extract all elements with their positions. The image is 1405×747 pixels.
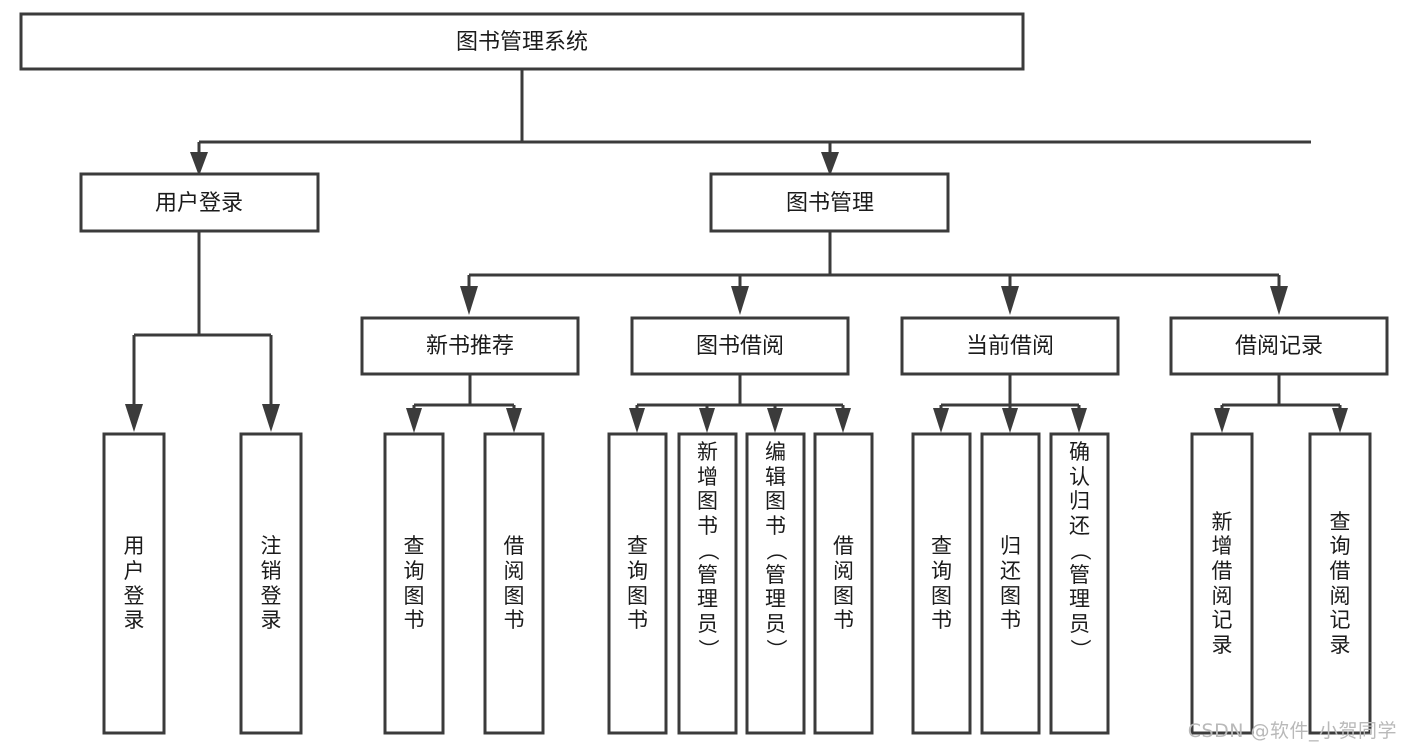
leaf-box-book-borrow-1[interactable]	[677, 432, 738, 735]
node-book-manage-label: 图书管理	[786, 191, 874, 216]
node-new-book-rec-box[interactable]	[360, 316, 580, 376]
arrow-to-book-manage	[821, 152, 839, 176]
node-root-box[interactable]	[19, 12, 1025, 71]
leaf-box-book-borrow-3[interactable]	[813, 432, 874, 735]
connector-root-bus	[190, 69, 1311, 176]
node-user-login-label: 用户登录	[155, 191, 243, 216]
node-book-manage[interactable]: 图书管理	[709, 172, 950, 233]
node-book-borrow-label: 图书借阅	[696, 334, 784, 359]
arrow-to-user-login	[190, 152, 208, 176]
leaf-box-book-borrow-2[interactable]	[745, 432, 806, 735]
leaf-box-current-borrow-2[interactable]	[1049, 432, 1110, 735]
node-user-login-box[interactable]	[79, 172, 320, 233]
leaf-box-book-borrow-0[interactable]	[607, 432, 668, 735]
node-root[interactable]: 图书管理系统	[19, 12, 1025, 71]
connector-user-login-leaves	[125, 231, 280, 432]
node-current-borrow-label: 当前借阅	[966, 334, 1054, 359]
connector-current-borrow-leaves	[933, 374, 1087, 433]
node-book-borrow[interactable]: 图书借阅	[630, 316, 850, 376]
connector-book-manage-bus	[460, 231, 1288, 315]
node-current-borrow[interactable]: 当前借阅	[900, 316, 1120, 376]
watermark-text: CSDN @软件_小贺同学	[1187, 720, 1397, 742]
leaf-box-borrow-record-0[interactable]	[1190, 432, 1254, 735]
leaf-box-current-borrow-0[interactable]	[911, 432, 972, 735]
connector-book-borrow-leaves	[629, 374, 851, 433]
node-user-login[interactable]: 用户登录	[79, 172, 320, 233]
node-borrow-record-label: 借阅记录	[1235, 334, 1323, 359]
node-new-book-rec[interactable]: 新书推荐	[360, 316, 580, 376]
leaf-box-borrow-record-1[interactable]	[1308, 432, 1372, 735]
node-new-book-rec-label: 新书推荐	[426, 334, 514, 359]
node-borrow-record[interactable]: 借阅记录	[1169, 316, 1389, 376]
leaf-box-user-login-1[interactable]	[239, 432, 303, 735]
node-root-label: 图书管理系统	[456, 30, 588, 55]
connector-borrow-record-leaves	[1214, 374, 1348, 433]
node-current-borrow-box[interactable]	[900, 316, 1120, 376]
leaf-box-new-book-rec-0[interactable]	[383, 432, 445, 735]
connector-new-book-rec-leaves	[406, 374, 522, 433]
leaf-box-user-login-0[interactable]	[102, 432, 166, 735]
leaf-box-new-book-rec-1[interactable]	[483, 432, 545, 735]
leaf-box-current-borrow-1[interactable]	[980, 432, 1041, 735]
